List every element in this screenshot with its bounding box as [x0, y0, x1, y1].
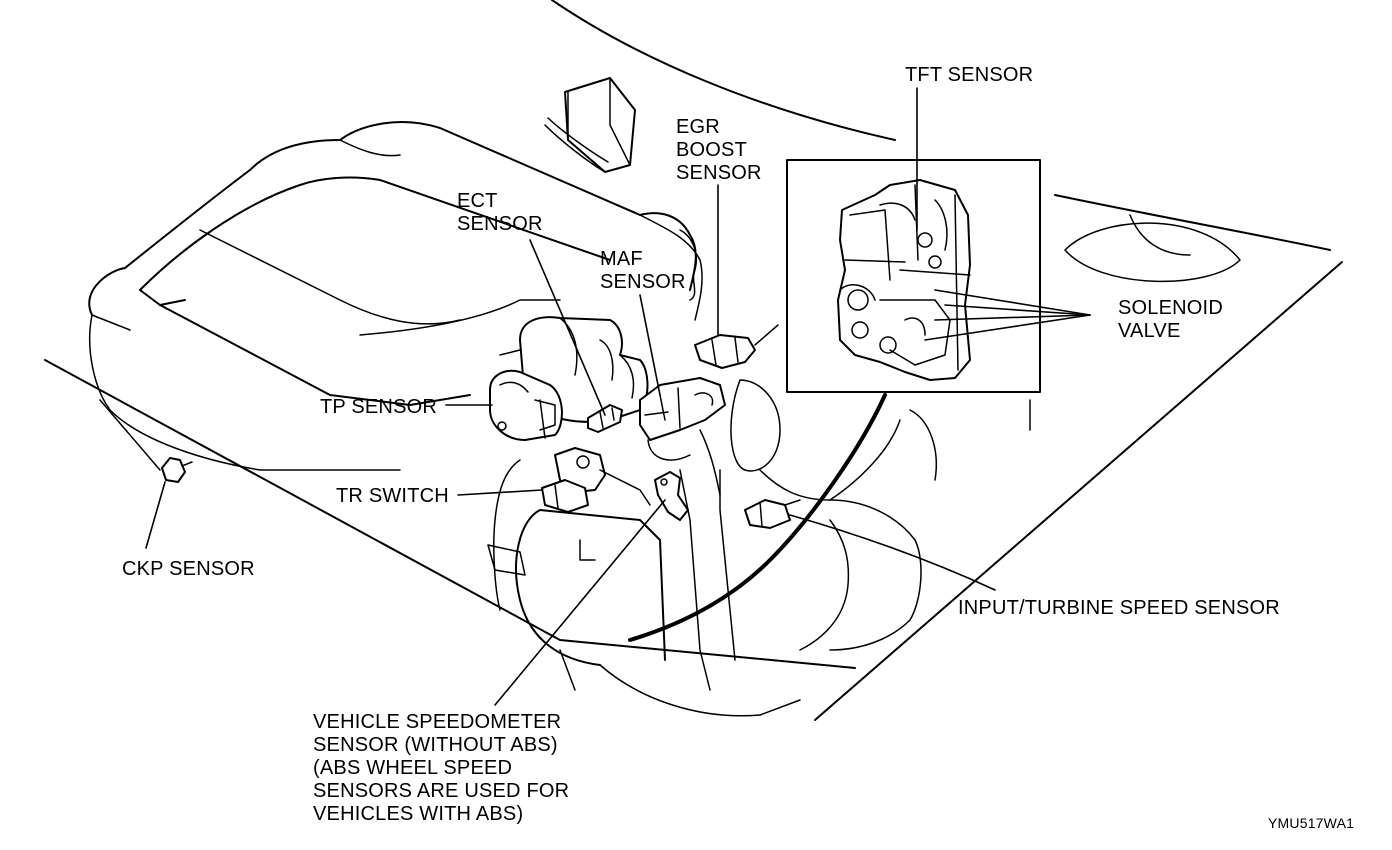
maf-sensor-label: MAF SENSOR — [600, 248, 686, 293]
tr-switch-label: TR SWITCH — [336, 485, 449, 507]
egr-boost-sensor-part — [694, 324, 779, 369]
transmission-case — [487, 379, 937, 717]
valve-body-inset — [628, 159, 1041, 642]
engine-block — [88, 121, 703, 471]
figure-code-label: YMU517WA1 — [1268, 815, 1355, 831]
leader-lines — [145, 87, 1091, 706]
input-turbine-speed-sensor-part — [744, 499, 801, 529]
input-turbine-speed-sensor-label: INPUT/TURBINE SPEED SENSOR — [958, 597, 1280, 619]
tp-sensor-part — [489, 370, 563, 441]
ect-sensor-part — [587, 404, 623, 433]
tft-sensor-label: TFT SENSOR — [905, 64, 1034, 86]
vehicle-speedometer-sensor-label: VEHICLE SPEEDOMETER SENSOR (WITHOUT ABS)… — [313, 711, 570, 825]
vehicle-speedometer-sensor-part — [654, 471, 689, 521]
tp-sensor-label: TP SENSOR — [320, 396, 438, 418]
ckp-sensor-part — [99, 399, 193, 483]
egr-boost-sensor-label: EGR BOOST SENSOR — [676, 116, 762, 184]
tr-switch-part — [541, 447, 651, 513]
vehicle-body-outline — [44, 0, 1343, 721]
maf-sensor-part — [639, 377, 726, 461]
solenoid-valve-label: SOLENOID VALVE — [1118, 297, 1223, 342]
ect-sensor-label: ECT SENSOR — [457, 190, 543, 235]
control-module — [544, 77, 636, 173]
ckp-sensor-label: CKP SENSOR — [122, 558, 255, 580]
